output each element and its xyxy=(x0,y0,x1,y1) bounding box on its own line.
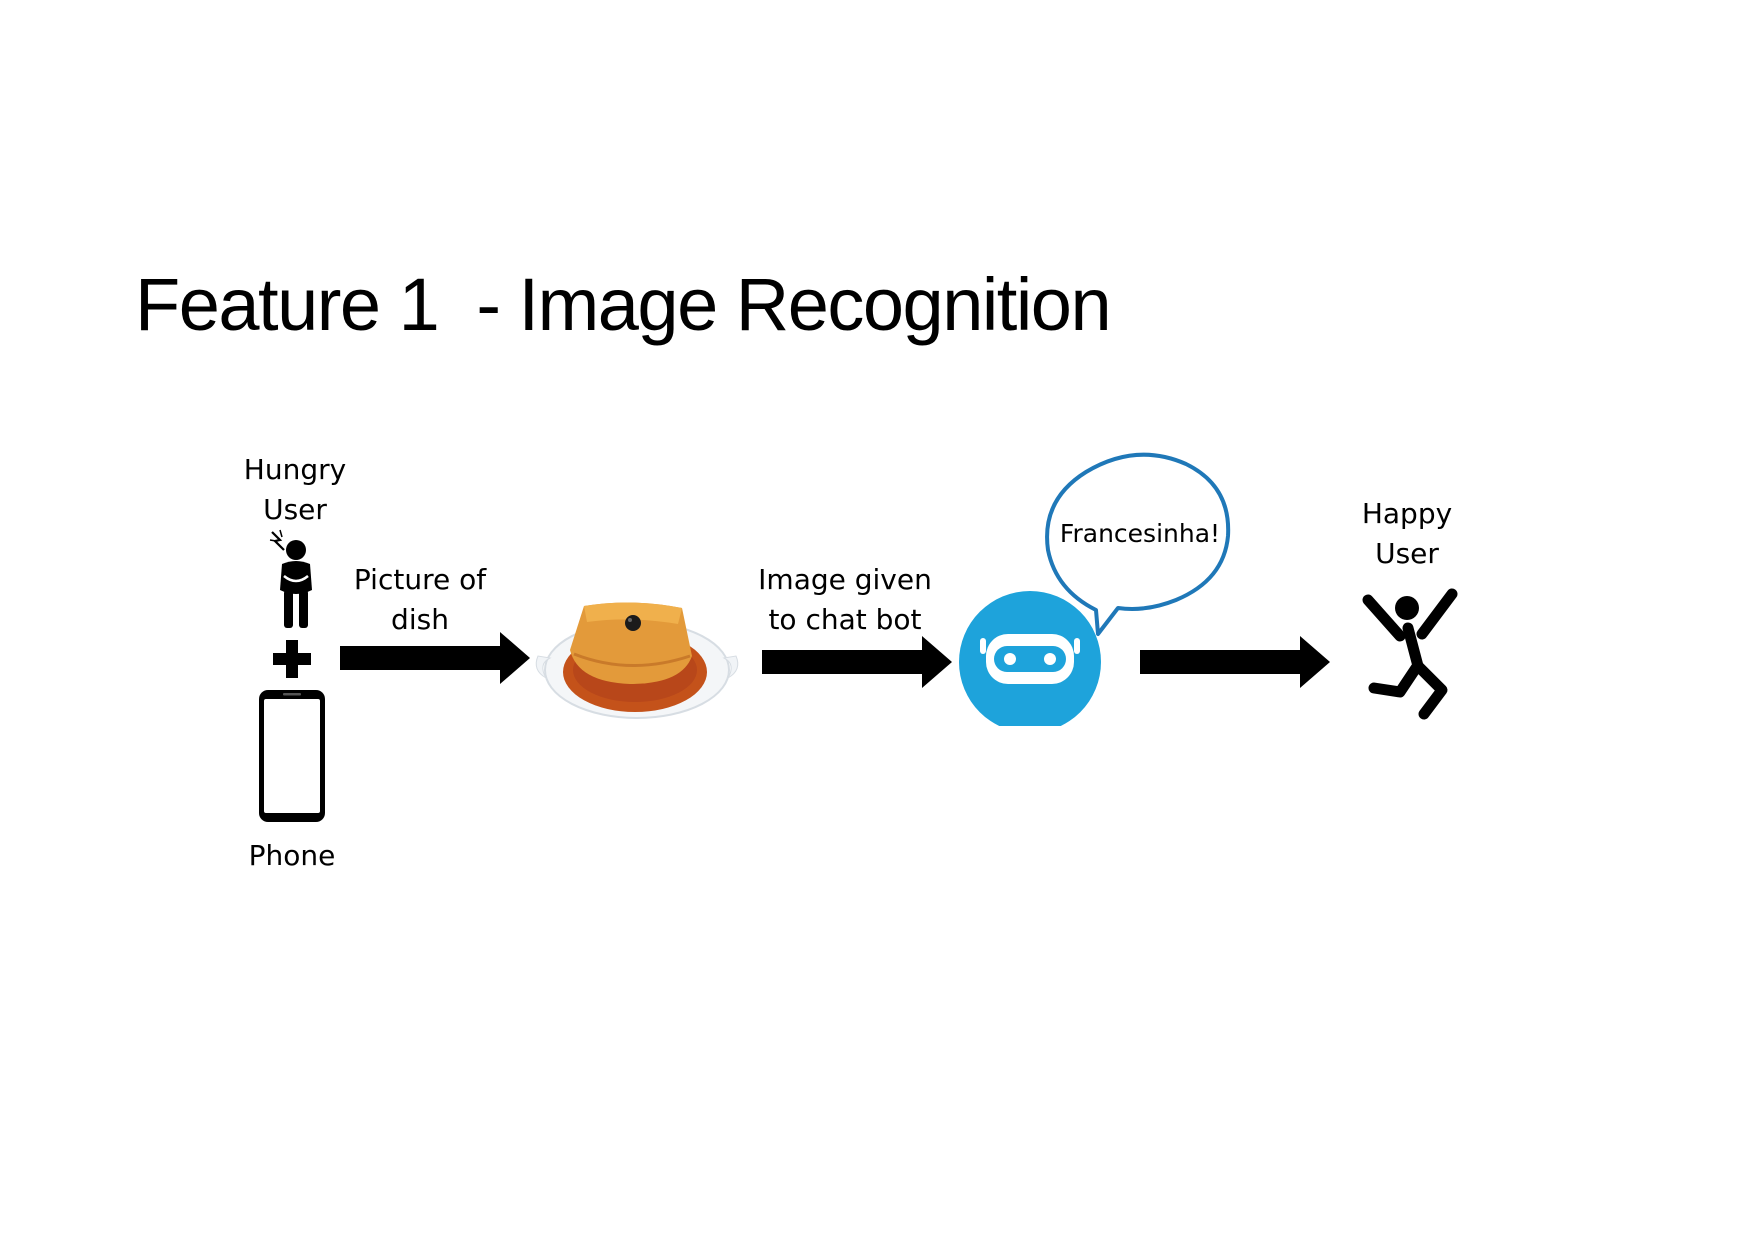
plus-icon xyxy=(273,640,311,678)
speech-bubble xyxy=(1045,452,1231,636)
image-given-line2: to chat bot xyxy=(768,603,922,636)
phone-label: Phone xyxy=(248,839,336,872)
picture-of-dish-label: Picture of dish xyxy=(340,560,500,640)
arrow-icon xyxy=(340,632,530,684)
happy-user-label-line2: User xyxy=(1375,537,1439,570)
image-given-label: Image given to chat bot xyxy=(750,560,940,640)
happy-person-icon xyxy=(1362,588,1458,720)
arrow-icon xyxy=(762,636,952,688)
happy-user-label-line1: Happy xyxy=(1361,497,1453,530)
happy-user-label: Happy User xyxy=(1345,494,1469,574)
picture-of-dish-line1: Picture of xyxy=(353,563,487,596)
dish-image xyxy=(535,602,739,719)
picture-of-dish-line2: dish xyxy=(391,603,449,636)
image-given-line1: Image given xyxy=(758,563,932,596)
arrow-icon xyxy=(1140,636,1330,688)
speech-bubble-text: Francesinha! xyxy=(1059,519,1221,548)
chat-bot-icon xyxy=(959,591,1101,726)
hungry-user-label-line1: Hungry xyxy=(243,453,347,486)
page-title: Feature 1 - Image Recognition xyxy=(135,263,1112,346)
hungry-person-icon xyxy=(269,529,312,628)
hungry-user-label: Hungry User xyxy=(235,450,355,530)
phone-icon xyxy=(259,690,325,822)
hungry-user-label-line2: User xyxy=(263,493,327,526)
